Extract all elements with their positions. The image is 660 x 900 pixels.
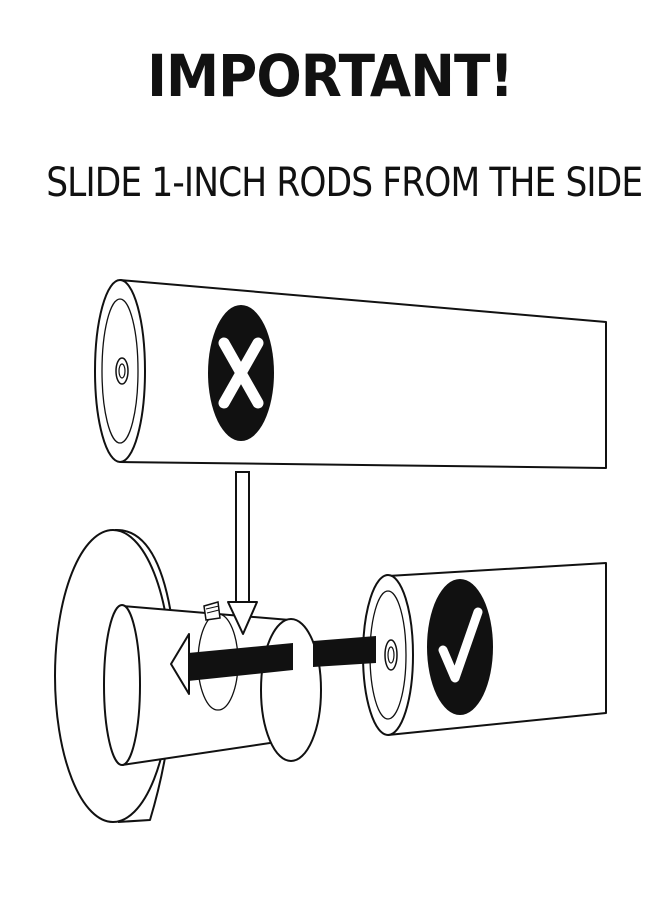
instruction-subtitle: SLIDE 1-INCH RODS FROM THE SIDE bbox=[46, 160, 643, 206]
down-arrow-icon bbox=[227, 471, 258, 635]
top-rod bbox=[94, 279, 607, 469]
x-mark-icon bbox=[208, 305, 274, 441]
page-title: IMPORTANT! bbox=[147, 42, 514, 110]
set-screw bbox=[203, 601, 221, 621]
left-arrow-icon bbox=[170, 633, 376, 695]
wall-bracket bbox=[54, 528, 322, 823]
check-mark-icon bbox=[427, 579, 493, 715]
